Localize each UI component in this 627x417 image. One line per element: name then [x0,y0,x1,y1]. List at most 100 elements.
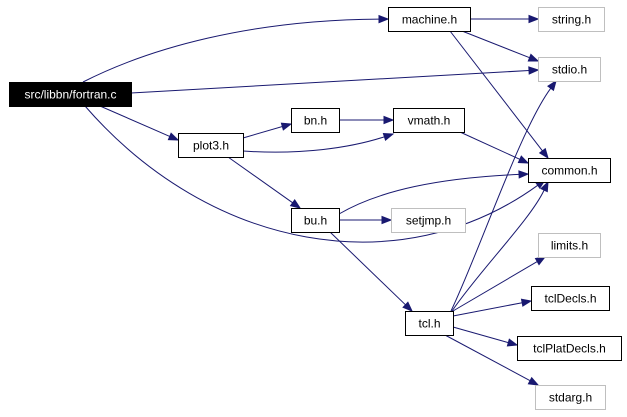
node-string-h[interactable]: string.h [538,7,605,32]
node-box [393,108,465,133]
edge-line [451,189,545,312]
node-layer: src/libbn/fortran.c machine.h string.h stdi… [9,7,622,410]
node-bn-h[interactable]: bn.h [291,108,340,133]
arrowhead [383,115,395,125]
edge-line [452,261,538,312]
node-box [538,233,601,258]
edge-tcl_h-to-tclPlatDecls_h [452,326,519,347]
arrowhead [289,199,302,209]
edge-tcl_h-to-tclDecls_h [452,298,533,317]
node-box [528,158,611,183]
node-box [388,7,471,32]
edge-line [452,326,509,344]
edge-line [452,302,523,317]
node-label: tclDecls.h [544,292,596,306]
node-tclPlatDecls-h[interactable]: tclPlatDecls.h [517,336,622,361]
edge-bu_h-to-setjmp_h [339,215,393,225]
node-label: tcl.h [418,317,440,331]
node-label: plot3.h [193,139,229,153]
node-plot3-h[interactable]: plot3.h [178,133,244,158]
arrowhead [520,298,533,307]
node-label: stdio.h [552,63,587,77]
edge-line [461,30,530,59]
arrowhead [527,376,540,386]
arrowhead [534,256,547,266]
node-box [391,208,466,233]
edge-line [459,131,521,160]
node-label: string.h [552,13,591,27]
arrowhead [528,14,540,24]
arrowhead [540,180,549,193]
node-tclDecls-h[interactable]: tclDecls.h [531,286,610,311]
edge-line [242,126,283,139]
edge-bu_h-to-common_h [338,170,530,215]
node-stdarg-h[interactable]: stdarg.h [535,385,606,410]
node-vmath-h[interactable]: vmath.h [393,108,465,133]
edge-tcl_h-to-stdarg_h [444,334,540,386]
arrowhead [381,215,393,225]
edge-fortran_c-to-plot3_h [99,105,180,141]
node-label: src/libbn/fortran.c [24,88,116,102]
arrowhead [518,170,530,179]
node-box [517,336,622,361]
edge-line [84,105,538,243]
edge-plot3_h-to-vmath_h [242,132,395,153]
edge-line [242,136,385,153]
arrowhead [528,66,540,75]
node-box [538,57,601,82]
edge-line [227,156,293,204]
node-label: tclPlatDecls.h [533,342,606,356]
node-box [535,385,606,410]
node-label: stdarg.h [549,391,592,405]
arrowhead [280,122,293,131]
node-label: bn.h [304,114,327,128]
node-bu-h[interactable]: bu.h [291,208,340,233]
node-stdio-h[interactable]: stdio.h [538,57,601,82]
node-label: machine.h [402,13,457,27]
node-box [291,108,340,133]
node-box [405,311,454,336]
node-machine-h[interactable]: machine.h [388,7,471,32]
edge-machine_h-to-string_h [470,14,540,24]
arrowhead [538,147,549,160]
node-label: vmath.h [408,114,451,128]
node-box [9,82,132,107]
arrowhead [382,132,395,141]
edge-line [450,88,552,312]
arrowhead [402,301,413,312]
node-label: common.h [541,164,597,178]
edge-machine_h-to-stdio_h [461,30,540,62]
edge-line [82,18,380,83]
edge-line [329,231,406,306]
node-box [178,133,244,158]
node-fortran-c[interactable]: src/libbn/fortran.c [9,82,132,107]
edge-line [338,173,520,215]
edge-vmath_h-to-common_h [459,131,530,164]
node-label: limits.h [551,239,588,253]
edge-fortran_c-to-stdio_h [130,66,540,94]
arrowhead [167,132,180,141]
arrowhead [378,14,390,24]
node-setjmp-h[interactable]: setjmp.h [391,208,466,233]
node-limits-h[interactable]: limits.h [538,233,601,258]
node-label: setjmp.h [406,214,451,228]
node-box [538,7,605,32]
edge-bu_h-to-tcl_h [329,231,413,312]
node-tcl-h[interactable]: tcl.h [405,311,454,336]
edge-tcl_h-to-stdio_h [450,79,557,312]
edge-plot3_h-to-bu_h [227,156,302,209]
edge-bn_h-to-vmath_h [339,115,395,125]
node-box [291,208,340,233]
node-common-h[interactable]: common.h [528,158,611,183]
edge-plot3_h-to-bn_h [242,122,293,139]
edge-machine_h-to-common_h [449,30,549,160]
node-box [531,286,610,311]
edge-fortran_c-to-machine_h [82,14,390,83]
edge-layer [82,14,557,386]
arrowhead [506,338,519,347]
edge-line [99,105,170,137]
edge-line [444,334,531,382]
edge-tcl_h-to-common_h [451,180,549,312]
arrowhead [517,155,530,164]
